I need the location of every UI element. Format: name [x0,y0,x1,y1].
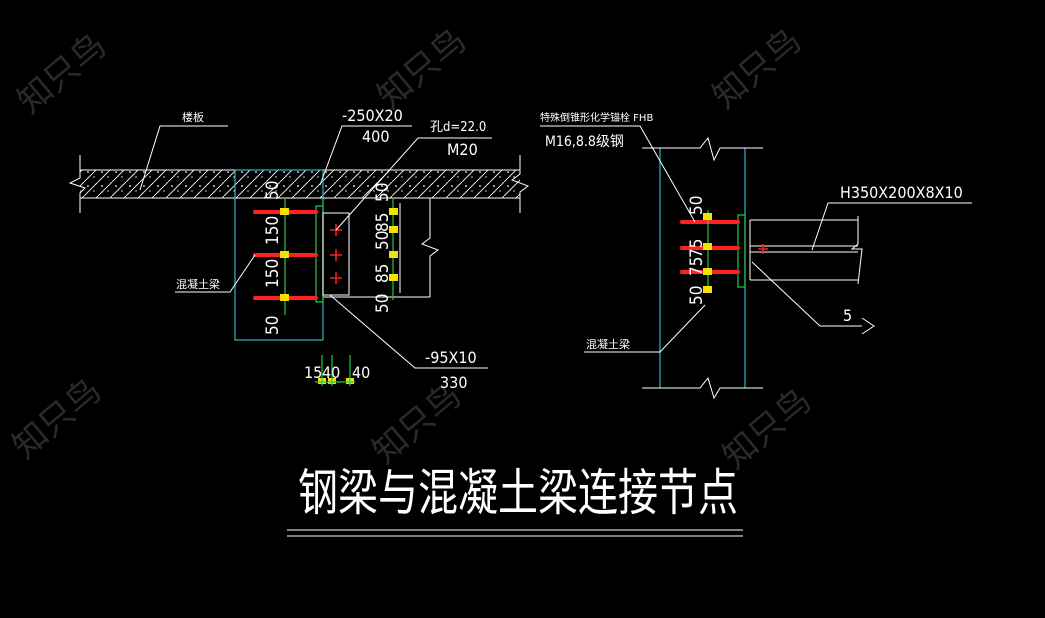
leader-line [540,125,696,223]
right-detail: 50 75 75 50 特殊倒锥形化学锚栓 FHB M16,8.8级钢 H350… [540,111,972,400]
plate-top-label: -250X20 [342,106,403,125]
dim-text: 50 [687,196,707,215]
shear-plate [322,212,350,296]
break-line [420,198,440,297]
dim-text: 50 [373,183,393,202]
dim-text: 75 [687,239,707,258]
plate-bottom-sub: 330 [440,373,467,392]
drawing-title: 钢梁与混凝土梁连接节点 [298,464,738,522]
dim-text: 40 [322,363,340,382]
left-detail: 50 150 150 50 50 85 50 85 50 15 40 40 楼板… [68,106,530,392]
leader-line [139,125,228,191]
dim-text: 50 [373,294,393,313]
leader-line [335,137,492,231]
hole-sub: M20 [447,140,478,159]
anchor-sub: M16,8.8级钢 [545,134,624,150]
hole-label: 孔d=22.0 [430,120,486,135]
dim-text: 50 [263,181,283,200]
leader-line [584,304,706,353]
break-line [642,376,763,400]
watermark-text: 知只鸟 [705,21,809,117]
slab-label: 楼板 [182,110,204,124]
break-line [850,216,863,285]
watermark-text: 知只鸟 [10,26,114,122]
leader-line [329,294,488,369]
dim-text: 50 [373,231,393,250]
dim-text: 85 [373,213,393,232]
slab-hatch [80,170,520,198]
dim-text: 40 [352,363,370,382]
break-line [68,155,86,213]
weld-symbol [861,317,875,335]
plate-bottom-label: -95X10 [425,348,477,367]
weld-size: 5 [843,306,852,325]
break-line [510,155,530,213]
dim-text: 75 [687,257,707,276]
watermark-text: 知只鸟 [370,21,474,117]
anchor-label: 特殊倒锥形化学锚栓 FHB [540,111,653,124]
dim-text: 50 [687,286,707,305]
dim-text: 15 [304,363,322,382]
title-block: 钢梁与混凝土梁连接节点 [287,464,743,537]
dim-text: 150 [263,259,283,288]
beam-label-right: 混凝土梁 [586,337,630,351]
leader-line [751,261,862,327]
break-line [642,136,763,162]
leader-line [811,202,972,251]
leader-line [319,125,412,186]
watermark-text: 知只鸟 [5,371,109,467]
dim-text: 85 [373,264,393,283]
watermark-text: 知只鸟 [715,381,819,477]
leader-line [175,254,256,293]
beam-label: 混凝土梁 [176,277,220,291]
dim-text: 50 [263,316,283,335]
dim-text: 150 [263,216,283,245]
end-plate [737,214,746,288]
beam-section-label: H350X200X8X10 [840,183,963,202]
plate-top-sub: 400 [362,127,389,146]
